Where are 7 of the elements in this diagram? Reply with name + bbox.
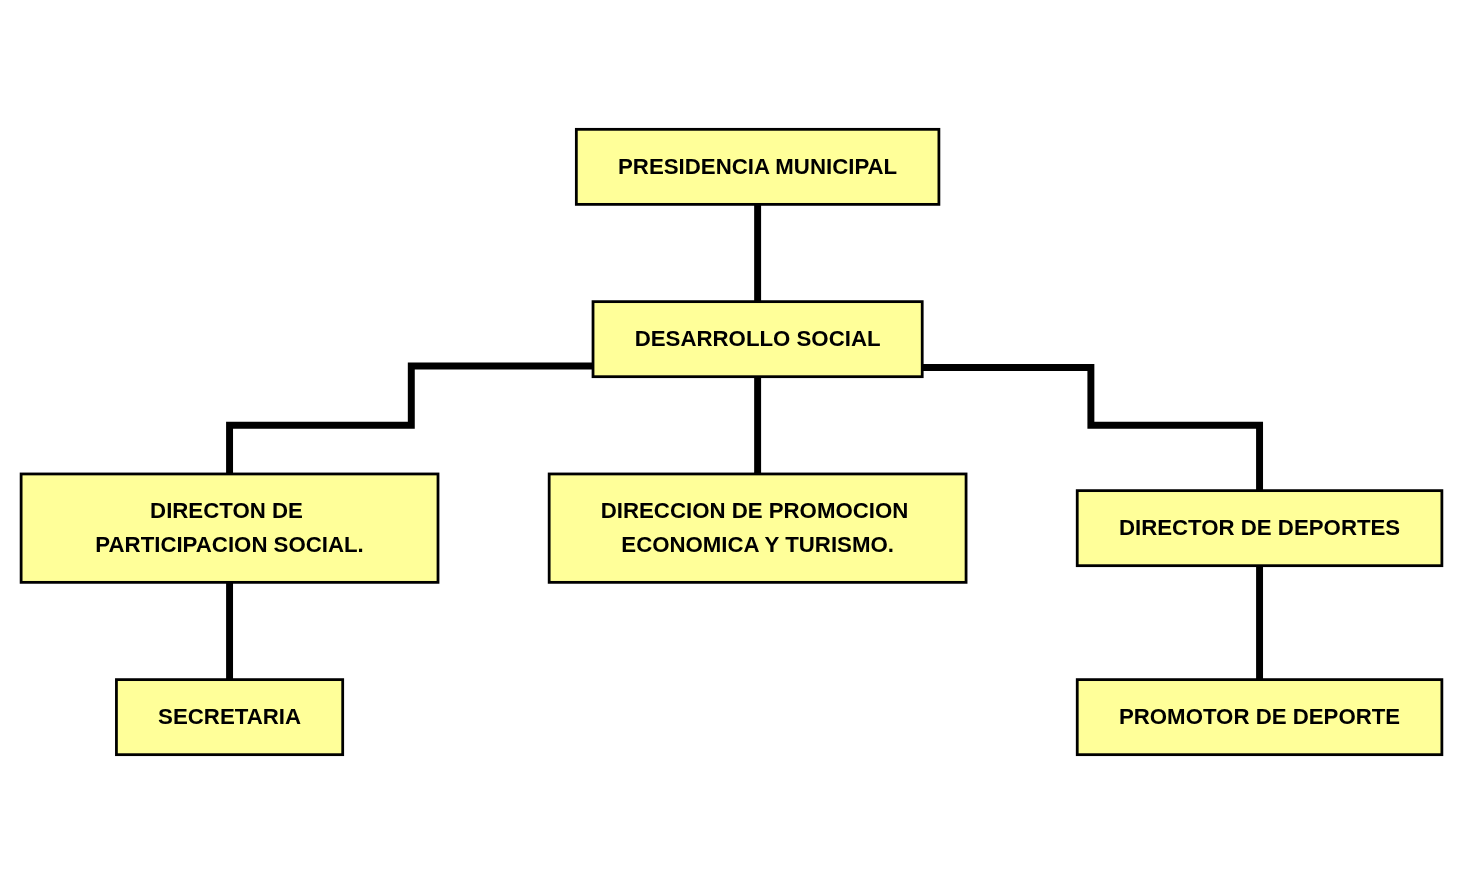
node-box: DIRECTOR DE DEPORTES [1075, 489, 1444, 568]
node-box: DIRECCION DE PROMOCION ECONOMICA Y TURISMO. [547, 472, 968, 584]
node-box: PROMOTOR DE DEPORTE [1075, 678, 1444, 757]
node-box: PRESIDENCIA MUNICIPAL [574, 127, 941, 206]
node-box: DIRECTON DE PARTICIPACION SOCIAL. [19, 472, 440, 584]
node-box: SECRETARIA [115, 678, 345, 757]
node-box: DESARROLLO SOCIAL [591, 300, 924, 379]
